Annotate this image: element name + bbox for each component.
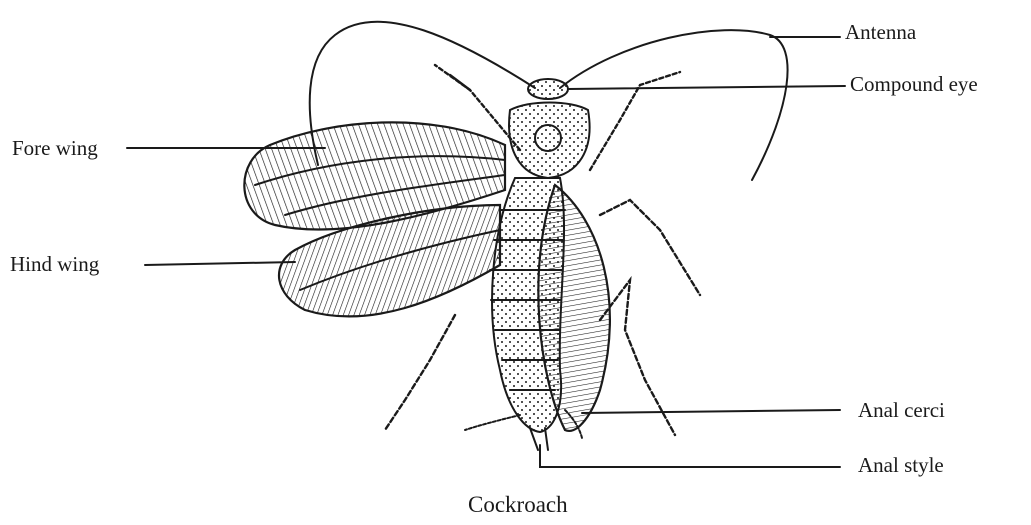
hind-wing-label: Hind wing (10, 254, 99, 275)
diagram-caption: Cockroach (468, 493, 568, 516)
compound-eye-label: Compound eye (850, 74, 978, 95)
anal-style-label: Anal style (858, 455, 944, 476)
anal-cerci-label: Anal cerci (858, 400, 945, 421)
thorax (509, 103, 590, 179)
antenna-right (560, 30, 788, 180)
anal-style-leader (540, 445, 840, 467)
antenna-label: Antenna (845, 22, 916, 43)
hind-wing-leader (145, 262, 295, 265)
abdomen (490, 178, 565, 432)
anal-cerci-leader (582, 410, 840, 413)
fore-wing-label: Fore wing (12, 138, 98, 159)
head (528, 79, 568, 99)
compound-eye-leader (568, 86, 845, 89)
